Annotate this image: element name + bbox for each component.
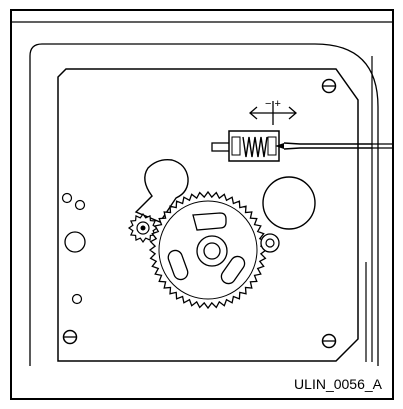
ring-pin bbox=[260, 233, 280, 253]
adjust-direction-label: − + bbox=[265, 98, 281, 110]
hole-small bbox=[61, 192, 73, 204]
gear-icon bbox=[127, 212, 159, 244]
spring-icon bbox=[242, 136, 268, 158]
hole-small bbox=[74, 199, 86, 211]
spring-adjuster bbox=[211, 130, 280, 162]
screw-icon bbox=[321, 78, 337, 94]
figure-code: ULIN_0056_A bbox=[294, 376, 383, 392]
screwdriver-icon bbox=[275, 142, 393, 150]
adjust-direction-arrow: − + bbox=[249, 98, 297, 125]
gear-slot bbox=[192, 212, 227, 231]
outer-frame bbox=[10, 9, 394, 400]
hole-large bbox=[64, 231, 86, 253]
housing-outline bbox=[29, 43, 379, 366]
hole-small bbox=[71, 293, 83, 305]
gear-slot bbox=[220, 255, 246, 285]
gear-icon bbox=[148, 190, 268, 310]
round-component bbox=[262, 176, 316, 230]
pivot-arm bbox=[134, 158, 189, 223]
base-plate bbox=[57, 68, 359, 362]
screw-icon bbox=[321, 333, 337, 349]
gear-slot bbox=[167, 249, 189, 281]
screw-icon bbox=[62, 329, 78, 345]
